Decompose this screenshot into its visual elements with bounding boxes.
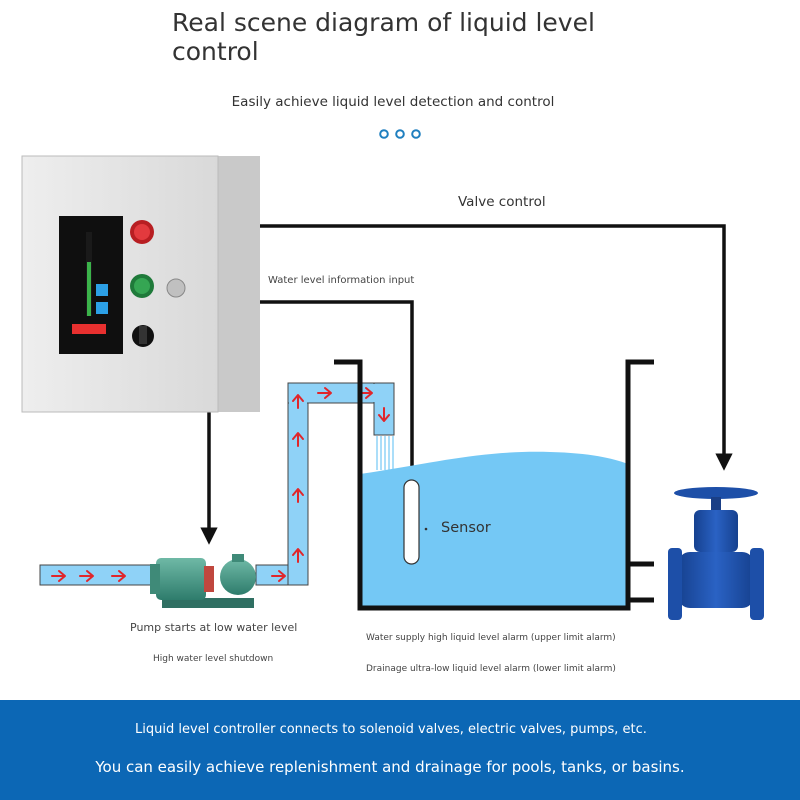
footer-line-2: You can easily achieve replenishment and… [95, 758, 685, 776]
dots-indicator-icon [379, 129, 421, 139]
water-level-input-label: Water level information input [268, 275, 415, 286]
control-wires [200, 224, 733, 545]
liquid-level-diagram [21, 155, 764, 620]
high-shutdown-label: High water level shutdown [153, 654, 274, 664]
pump-icon [150, 554, 256, 608]
page-title: Real scene diagram of liquid level contr… [172, 8, 595, 66]
control-box-icon [21, 155, 260, 413]
footer-line-1: Liquid level controller connects to sole… [135, 722, 647, 737]
tank-walls [334, 359, 654, 611]
upper-limit-alarm-label: Water supply high liquid level alarm (up… [366, 633, 616, 643]
sensor-label: Sensor [441, 520, 491, 536]
footer-banner [0, 700, 800, 800]
water-pipes [39, 382, 395, 586]
sensor-wire [260, 300, 414, 484]
flow-arrow-icon [51, 387, 390, 582]
tank-water [360, 451, 628, 606]
valve-control-label: Valve control [458, 194, 546, 210]
pump-start-label: Pump starts at low water level [130, 621, 298, 634]
gate-valve-icon [668, 487, 764, 620]
page-subtitle: Easily achieve liquid level detection an… [231, 94, 555, 110]
valve-control-wire [260, 224, 733, 471]
water-stream [376, 436, 394, 470]
lower-limit-alarm-label: Drainage ultra-low liquid level alarm (l… [366, 664, 616, 674]
sensor-probe [403, 479, 420, 565]
